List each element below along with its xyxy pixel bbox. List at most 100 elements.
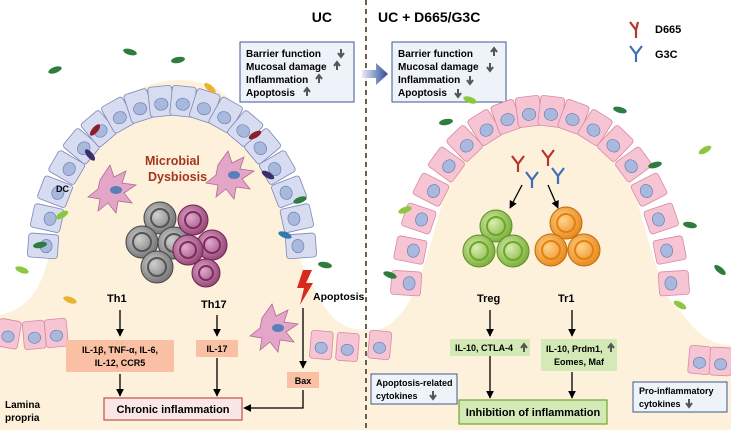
th1-label: Th1 <box>107 293 127 305</box>
bacterium-icon <box>398 206 412 214</box>
epithelial-cell <box>30 203 65 233</box>
g3c-legend-icon <box>629 45 643 62</box>
arrow-down-icon <box>466 76 474 86</box>
right-box-line-barrier: Barrier function <box>398 49 473 60</box>
epithelial-cell <box>123 88 155 124</box>
epithelial-cell <box>401 202 437 235</box>
epithelial-cell <box>514 95 543 128</box>
bacterium-icon <box>63 296 77 304</box>
treg-cytokines-label: IL-10, CTLA-4 <box>455 343 513 353</box>
left-panel-title: UC <box>312 9 332 25</box>
epithelial-cell <box>169 84 197 118</box>
lamina-propria-line2: propria <box>5 413 40 424</box>
tr1-cell-cluster <box>534 206 601 267</box>
arrow-up-icon <box>520 342 528 352</box>
epithelial-cell <box>708 346 731 377</box>
bacterium-icon <box>278 231 292 239</box>
dendritic-cell-icon <box>87 164 138 214</box>
antibody-to-tr1-arrow <box>547 184 559 209</box>
bacterium-icon <box>439 118 453 126</box>
il17-label: IL-17 <box>206 344 227 354</box>
bacterium-icon <box>15 266 29 274</box>
epithelial-cell <box>577 109 613 146</box>
epithelial-cell <box>284 232 317 260</box>
tr1-label: Tr1 <box>558 293 575 305</box>
microbial-label-line2: Dysbiosis <box>148 170 207 184</box>
epithelial-cell <box>467 109 503 146</box>
left-status-box: Barrier function Mucosal damage Inflamma… <box>239 41 355 103</box>
arrow-up-icon <box>315 73 323 83</box>
bacterium-icon <box>673 300 687 310</box>
arrow-up-icon <box>333 60 341 70</box>
arrow-down-icon <box>337 49 345 59</box>
epithelial-cell <box>43 317 69 349</box>
th17-label: Th17 <box>201 299 227 311</box>
d665-antibody-icon <box>511 155 525 172</box>
left-box-line-barrier: Barrier function <box>246 49 321 60</box>
right-box-line-mucosal: Mucosal damage <box>398 62 479 73</box>
left-box-line-mucosal: Mucosal damage <box>246 62 327 73</box>
bacterium-icon <box>714 264 726 276</box>
epithelial-cell <box>21 319 47 351</box>
left-box-line-apoptosis: Apoptosis <box>246 88 295 99</box>
bacterium-icon <box>261 170 275 180</box>
bacterium-icon <box>293 196 307 204</box>
bacterium-icon <box>463 96 477 104</box>
epithelial-cell <box>657 270 690 297</box>
epithelial-cell <box>393 235 428 265</box>
bacterium-icon <box>318 261 332 269</box>
epithelial-cell <box>537 95 566 128</box>
bacterium-icon <box>33 241 47 249</box>
bacterium-icon <box>248 130 262 140</box>
bacterium-icon <box>648 161 662 169</box>
tr1-cytokines-line1: IL-10, Prdm1, <box>546 344 603 354</box>
lamina-propria-line1: Lamina <box>5 400 40 411</box>
treg-label: Treg <box>477 293 500 305</box>
right-box-line-apoptosis: Apoptosis <box>398 88 447 99</box>
arrow-down-icon <box>429 391 437 401</box>
g3c-legend-label: G3C <box>655 49 678 61</box>
bacterium-icon <box>55 210 69 220</box>
apoptosis-related-box: Apoptosis-related cytokines <box>370 373 458 405</box>
bacterium-icon <box>171 56 185 64</box>
epithelial-cell <box>597 125 634 162</box>
chronic-inflammation-label: Chronic inflammation <box>116 404 229 416</box>
epithelial-cell <box>309 329 334 360</box>
treg-cell-cluster <box>462 209 530 268</box>
tr1-cytokine-box: IL-10, Prdm1, Eomes, Maf <box>541 339 617 371</box>
arrow-up-icon <box>490 46 498 56</box>
epithelial-cell <box>687 344 713 376</box>
left-box-line-inflammation: Inflammation <box>246 75 308 86</box>
arrow-down-icon <box>685 399 693 409</box>
right-panel-title: UC + D665/G3C <box>378 9 480 25</box>
chronic-inflammation-box: Chronic inflammation <box>103 397 243 421</box>
bacterium-icon <box>683 221 697 229</box>
transition-arrow-icon <box>362 63 388 85</box>
arrow-down-icon <box>486 63 494 73</box>
proinflammatory-line1: Pro-inflammatory <box>639 386 714 396</box>
apoptosis-related-line1: Apoptosis-related <box>376 378 453 388</box>
bax-to-chronic-arrow <box>243 390 304 412</box>
bacterium-icon <box>698 145 712 155</box>
left-epithelium <box>0 84 360 362</box>
tr1-cytokines-line2: Eomes, Maf <box>554 357 605 367</box>
bacterium-icon <box>48 66 62 74</box>
th17-cell-cluster <box>172 204 228 288</box>
arrow-down-icon <box>454 89 462 99</box>
epithelial-cell <box>147 84 175 118</box>
right-box-line-inflammation: Inflammation <box>398 75 460 86</box>
dendritic-cell-icon <box>205 150 256 200</box>
epithelial-cell <box>630 172 668 207</box>
bacterium-icon <box>89 124 101 136</box>
microbial-label-line1: Microbial <box>145 154 200 168</box>
epithelial-cell <box>446 125 483 162</box>
right-epithelium <box>367 95 731 377</box>
il17-box: IL-17 <box>196 340 238 357</box>
epithelial-cell <box>0 318 22 350</box>
arrow-up-icon <box>607 342 615 352</box>
epithelial-cell <box>367 329 393 361</box>
th1-cytokines-line1: IL-1β, TNF-α, IL-6, <box>82 345 158 355</box>
d665-legend-label: D665 <box>655 24 681 36</box>
d665-antibody-icon <box>541 149 555 166</box>
antibody-to-treg-arrow <box>509 184 523 209</box>
